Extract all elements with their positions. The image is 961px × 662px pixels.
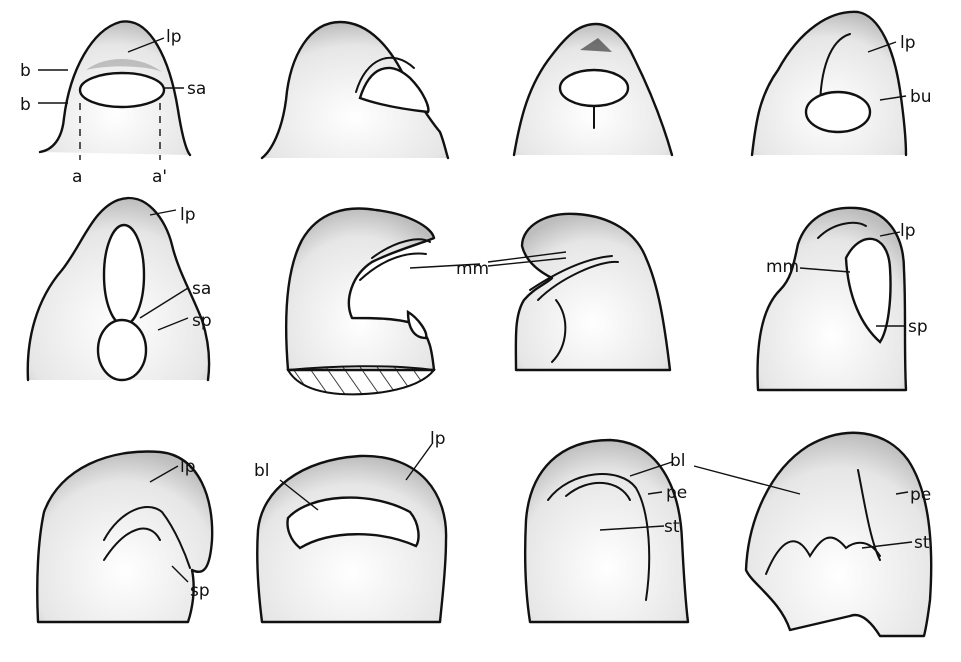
figure-row1-col4	[752, 12, 906, 155]
label-pe: pe	[910, 485, 931, 505]
label-mm: mm	[766, 257, 799, 277]
label-a-prime: a'	[152, 167, 167, 187]
label-a: a	[72, 167, 82, 187]
label-sp: sp	[192, 311, 212, 331]
figure-row2-col1	[28, 198, 209, 380]
label-lp: lp	[430, 429, 446, 449]
label-mm: mm	[456, 259, 489, 279]
figure-row2-col4	[758, 208, 906, 390]
label-sa: sa	[192, 279, 211, 299]
label-lp: lp	[900, 221, 916, 241]
label-b-lower: b	[20, 95, 31, 115]
figure-row3-col2	[257, 444, 446, 622]
label-b-upper: b	[20, 61, 31, 81]
label-lp: lp	[900, 33, 916, 53]
label-bl: bl	[254, 461, 270, 481]
figure-row1-col3	[514, 24, 672, 155]
figure-row2-col3	[516, 214, 670, 370]
cut-section-hatch	[288, 366, 434, 394]
figure-row3-col1	[37, 452, 212, 623]
label-sp: sp	[190, 581, 210, 601]
label-lp: lp	[180, 457, 196, 477]
label-sp: sp	[908, 317, 928, 337]
figure-row3-col4	[694, 433, 931, 636]
label-lp: lp	[180, 205, 196, 225]
label-st: st	[914, 533, 930, 553]
label-sa: sa	[187, 79, 206, 99]
figure-row1-col2	[262, 22, 448, 158]
label-bl: bl	[670, 451, 686, 471]
label-bu: bu	[910, 87, 932, 107]
label-lp: lp	[166, 27, 182, 47]
figure-row2-col2	[286, 209, 434, 395]
label-pe: pe	[666, 483, 687, 503]
label-st: st	[664, 517, 680, 537]
